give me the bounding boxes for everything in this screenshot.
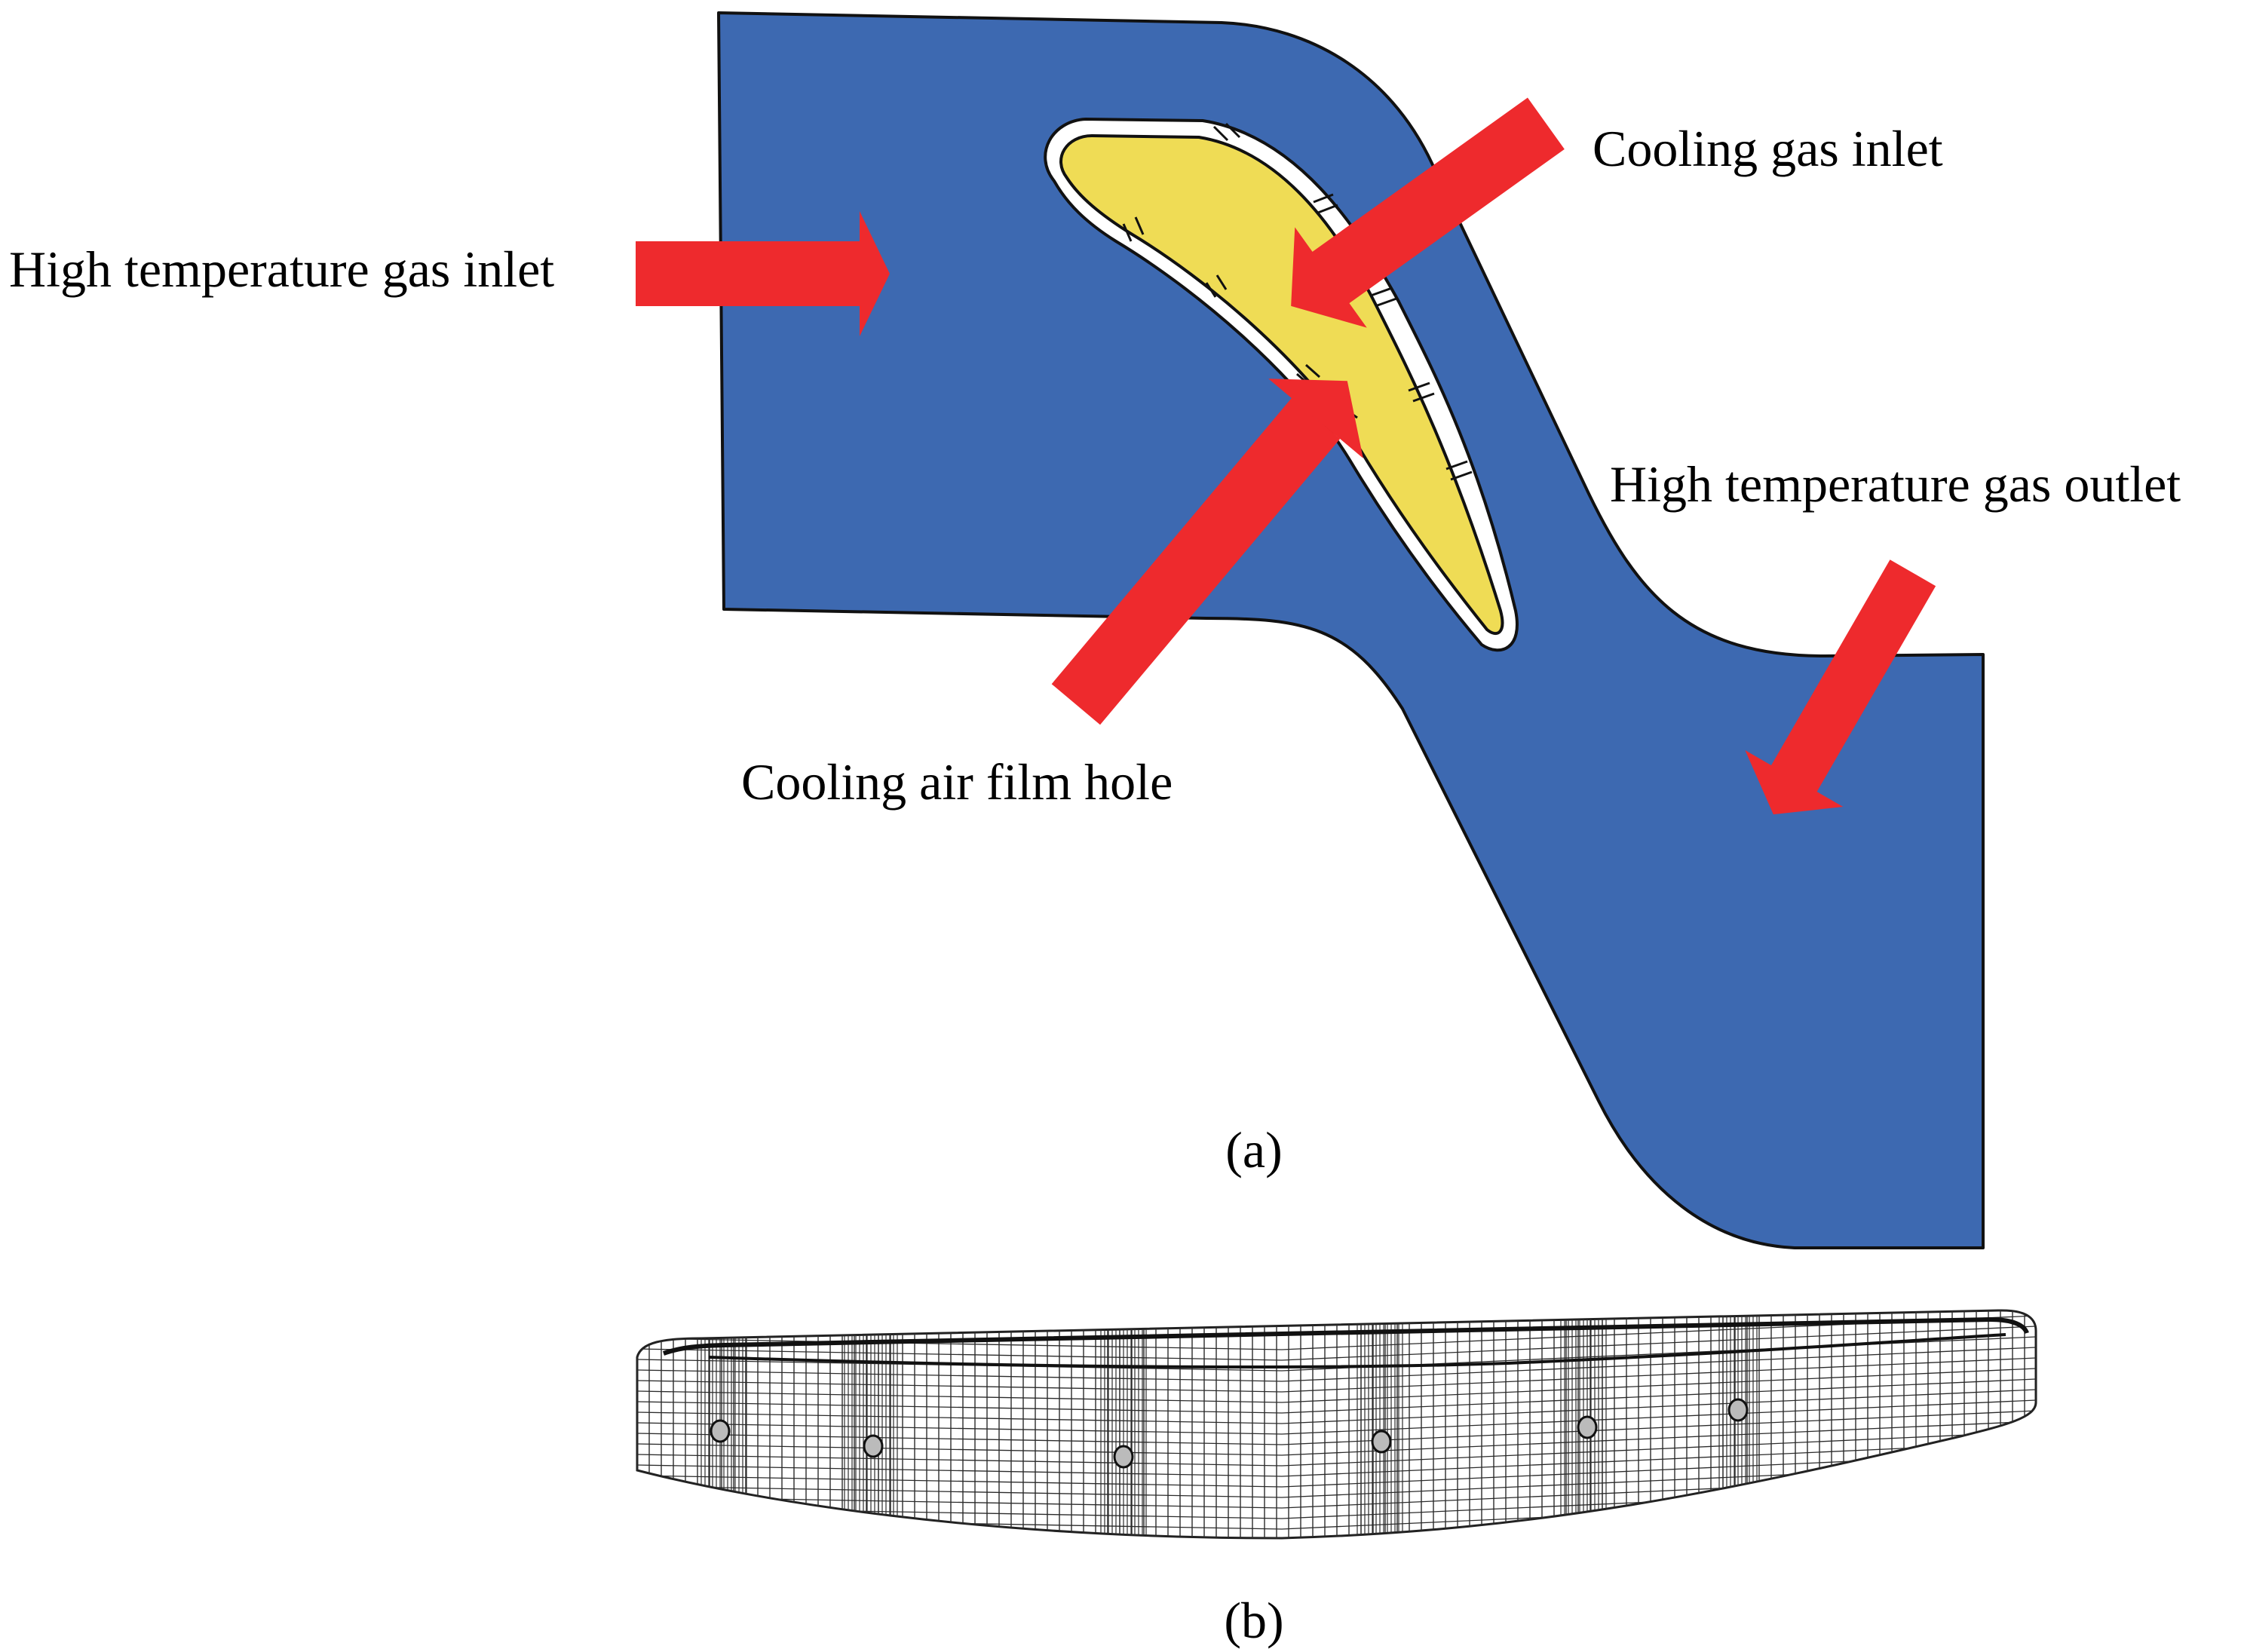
hot-gas-inlet-arrow bbox=[636, 211, 890, 336]
mesh-line bbox=[637, 1485, 1283, 1498]
mesh-inner-edge bbox=[708, 1333, 2006, 1369]
mesh-line bbox=[1281, 1357, 2036, 1393]
label-film-hole: Cooling air film hole bbox=[741, 753, 1173, 811]
film-hole bbox=[1205, 274, 1228, 298]
cooling-gas-inlet-arrow bbox=[1291, 97, 1565, 328]
mesh-line bbox=[1281, 1421, 2036, 1456]
blade-core bbox=[1059, 134, 1504, 635]
mesh-film-hole bbox=[1371, 1430, 1392, 1454]
film-hole bbox=[1445, 460, 1473, 481]
film-hole bbox=[1408, 382, 1435, 403]
mesh-line bbox=[1281, 1431, 2036, 1467]
mesh-line bbox=[637, 1401, 1283, 1414]
mesh-line bbox=[1281, 1410, 2036, 1445]
label-hot-gas-inlet: High temperature gas inlet bbox=[9, 241, 554, 298]
mesh-line bbox=[637, 1560, 1282, 1571]
mesh-line bbox=[1281, 1326, 2036, 1361]
mesh-line bbox=[1281, 1368, 2036, 1403]
caption-a: (a) bbox=[1225, 1121, 1282, 1178]
mesh-film-hole bbox=[1577, 1415, 1598, 1439]
mesh-line bbox=[1281, 1378, 2036, 1414]
label-hot-gas-outlet: High temperature gas outlet bbox=[1610, 455, 2181, 513]
mesh-line bbox=[1281, 1389, 2036, 1424]
film-hole bbox=[1212, 122, 1241, 142]
mesh-line bbox=[637, 1549, 1282, 1561]
hot-gas-outlet-arrow bbox=[1745, 559, 1936, 815]
mesh-line bbox=[637, 1348, 1283, 1361]
mesh-line bbox=[1281, 1537, 2036, 1538]
hot-gas-domain bbox=[717, 11, 1985, 1249]
mesh-line bbox=[637, 1369, 1283, 1382]
mesh-film-holes bbox=[710, 1398, 1749, 1469]
label-cooling-gas-inlet: Cooling gas inlet bbox=[1593, 120, 1943, 177]
film-hole-arrow bbox=[1051, 379, 1363, 725]
mesh-line bbox=[1281, 1347, 2036, 1382]
mesh-film-hole bbox=[863, 1434, 884, 1458]
mesh-line bbox=[637, 1443, 1283, 1456]
panel-b: (b) bbox=[636, 1309, 2037, 1649]
mesh-line bbox=[637, 1464, 1283, 1477]
blade-mesh bbox=[636, 1309, 2037, 1571]
mesh-line bbox=[1281, 1399, 2036, 1435]
mesh-line bbox=[637, 1433, 1283, 1445]
mesh-line bbox=[637, 1454, 1283, 1467]
panel-a: High temperature gas inlet Cooling gas i… bbox=[9, 11, 2181, 1249]
mesh-line bbox=[637, 1539, 1282, 1550]
mesh-line bbox=[637, 1411, 1283, 1424]
film-hole bbox=[1313, 193, 1338, 214]
mesh-film-hole bbox=[710, 1419, 731, 1443]
mesh-line bbox=[637, 1390, 1283, 1403]
mesh-top-rim bbox=[663, 1316, 2029, 1356]
mesh-line bbox=[637, 1338, 1283, 1350]
film-hole bbox=[1370, 287, 1397, 308]
caption-b: (b) bbox=[1224, 1592, 1283, 1649]
film-hole bbox=[1122, 216, 1145, 242]
mesh-film-hole bbox=[1113, 1445, 1134, 1469]
mesh-line bbox=[637, 1380, 1283, 1393]
mesh-line bbox=[637, 1422, 1283, 1435]
mesh-line bbox=[637, 1475, 1283, 1488]
mesh-film-hole bbox=[1727, 1398, 1749, 1422]
